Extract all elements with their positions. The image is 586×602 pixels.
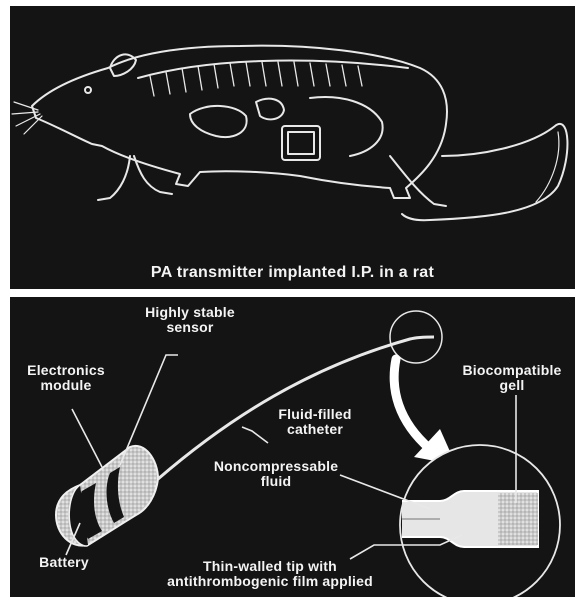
rat-eye [85, 87, 91, 93]
rat-body-outline [32, 46, 447, 198]
rat-organ [190, 106, 247, 137]
label-text: Electronics module [27, 362, 105, 393]
label-text: Thin-walled tip with antithrombogenic fi… [167, 558, 373, 589]
label-text: Fluid-filled catheter [278, 406, 351, 437]
label-text: Biocompatible gell [462, 362, 561, 393]
rat-front-leg [98, 156, 172, 200]
label-highly-stable-sensor: Highly stable sensor [130, 305, 250, 335]
top-caption: PA transmitter implanted I.P. in a rat [10, 264, 575, 282]
label-noncompressable-fluid: Noncompressable fluid [206, 459, 346, 489]
rat-implant-illustration [10, 6, 575, 289]
label-text: Highly stable sensor [145, 304, 235, 335]
gel-plug [498, 493, 538, 545]
transmitter-body [56, 446, 158, 546]
label-fluid-filled-catheter: Fluid-filled catheter [260, 407, 370, 437]
label-electronics-module: Electronics module [16, 363, 116, 393]
rat-spine [138, 61, 408, 78]
transmitter-diagram-panel: Highly stable sensor Electronics module … [10, 297, 575, 597]
leader-electronics [72, 409, 102, 467]
rat-tail [402, 124, 567, 220]
rat-illustration-panel: PA transmitter implanted I.P. in a rat [10, 6, 575, 289]
transmitter-diagram [10, 297, 575, 597]
label-text: Noncompressable fluid [214, 458, 338, 489]
label-biocompatible-gell: Biocompatible gell [450, 363, 574, 393]
label-battery: Battery [24, 555, 104, 570]
rat-ribs [150, 62, 362, 96]
magnify-arrow [394, 359, 430, 449]
label-text: Battery [39, 554, 89, 570]
label-thin-walled-tip: Thin-walled tip with antithrombogenic fi… [120, 559, 420, 589]
